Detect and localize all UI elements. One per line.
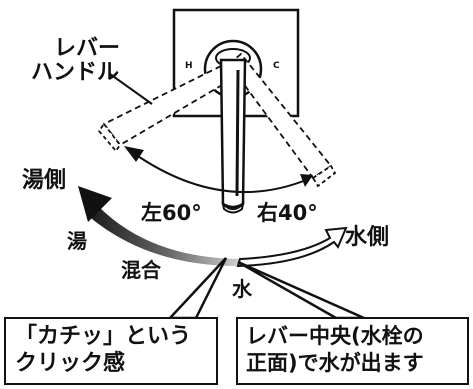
cold-mark: C: [273, 61, 280, 71]
center-water-line1: レバー中央(水栓の: [246, 324, 424, 348]
rotation-arrow-right: [300, 174, 313, 187]
click-feel-line1: 「カチッ」という: [15, 324, 192, 349]
mixed-label: 混合: [121, 258, 161, 282]
rotation-range-arc: [131, 151, 307, 194]
center-callout-pointer: [237, 260, 365, 320]
lever-center-highlight: [235, 69, 240, 197]
lever-left-dashed-end: [97, 122, 122, 153]
hot-label: 湯: [67, 229, 87, 253]
rotation-arrow-left: [124, 146, 144, 162]
water-side-arrow: [236, 226, 348, 268]
hot-side-arrowhead: [78, 186, 112, 222]
lever-handle-label-line2: ハンドル: [31, 60, 120, 85]
hot-mark: H: [185, 61, 193, 71]
left-angle-label: 左60°: [141, 201, 202, 225]
water-side-label: 水側: [345, 225, 390, 250]
right-angle-label: 右40°: [257, 201, 318, 225]
lever-right-dashed: [227, 52, 333, 180]
lever-handle-label-line1: レバー: [54, 36, 121, 61]
lever-right-dashed-end: [311, 164, 337, 188]
click-feel-callout: 「カチッ」という クリック感: [4, 317, 218, 385]
click-feel-line2: クリック感: [15, 351, 126, 376]
lever-center-tip: [221, 200, 245, 214]
lever-label-leader: [109, 73, 153, 105]
water-label: 水: [232, 277, 252, 301]
hot-side-label: 湯側: [22, 168, 67, 193]
lever-center: [219, 58, 247, 209]
center-water-callout: レバー中央(水栓の 正面)で水が出ます: [236, 317, 469, 385]
click-callout-pointer: [167, 257, 228, 320]
center-water-line2: 正面)で水が出ます: [246, 351, 424, 375]
